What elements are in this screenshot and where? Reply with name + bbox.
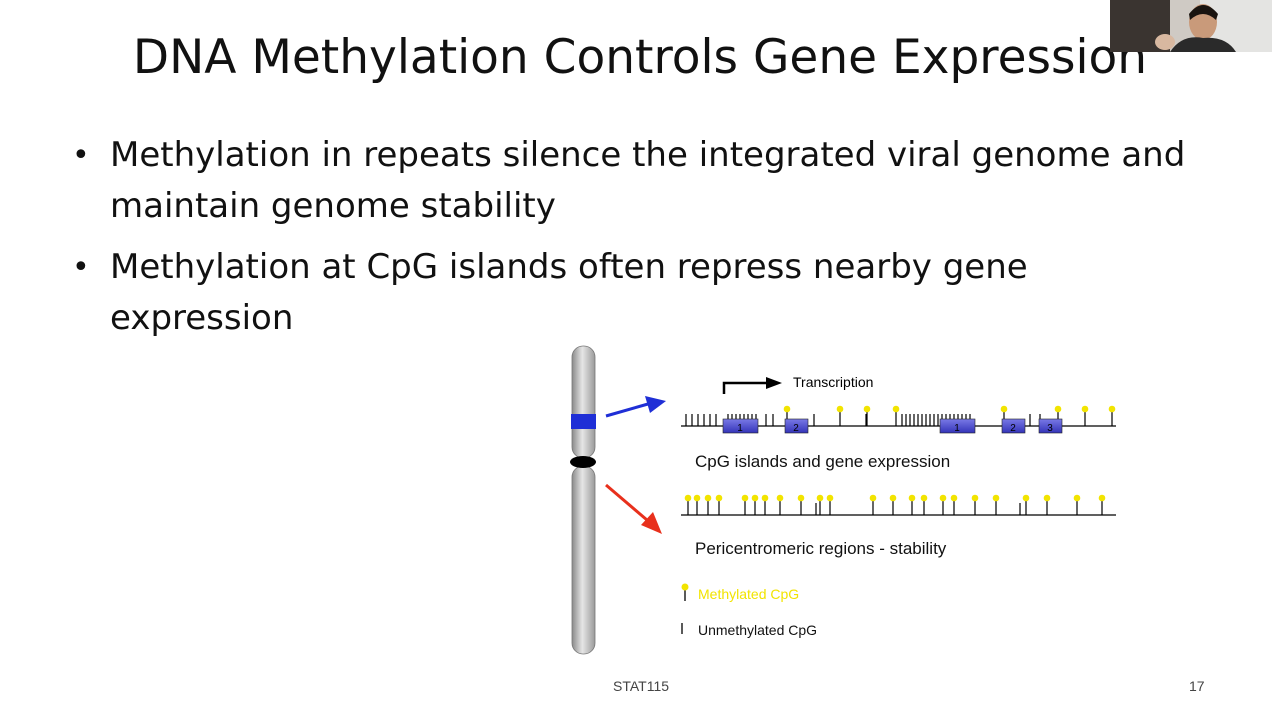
chromosome-band [571, 414, 596, 429]
legend-unmethylated-label: Unmethylated CpG [698, 622, 817, 638]
exon-box [1001, 418, 1026, 434]
cpg-islands-caption: CpG islands and gene expression [695, 452, 950, 471]
bullet-list: • Methylation in repeats silence the int… [72, 130, 1222, 354]
blue-arrow-icon [605, 396, 666, 418]
methylated-cpg-icon [797, 494, 805, 502]
exon-number: 2 [1010, 423, 1016, 434]
red-arrow-icon [605, 483, 662, 534]
exon-number: 3 [1047, 423, 1053, 434]
exon-number: 1 [737, 423, 743, 434]
bullet-line: maintain genome stability [110, 186, 556, 226]
methylated-cpg-icon [826, 494, 834, 502]
exon-group: 1 2 1 2 3 [722, 418, 1063, 434]
methylated-cpg-icon [761, 494, 769, 502]
methylated-cpg-icon [741, 494, 749, 502]
webcam-feed [1110, 0, 1272, 52]
exon-box [1038, 418, 1063, 434]
bullet-item: • Methylation at CpG islands often repre… [72, 242, 1222, 344]
bullet-dot-icon: • [72, 250, 90, 285]
methylated-cpg-icon [816, 494, 824, 502]
methylated-cpg-icon [1022, 494, 1030, 502]
methylated-cpg-icon [1098, 494, 1106, 502]
methylated-cpg-icon [992, 494, 1000, 502]
bullet-line: expression [110, 298, 294, 338]
slide-title: DNA Methylation Controls Gene Expression [132, 30, 1148, 85]
methylated-cpg-icon [1000, 405, 1008, 413]
methylated-cpg-icon [950, 494, 958, 502]
bullet-dot-icon: • [72, 138, 90, 173]
methylated-cpg-icon [715, 494, 723, 502]
methylated-cpg-icon [892, 405, 900, 413]
exon-box [784, 418, 809, 434]
methylated-cpg-icon [869, 494, 877, 502]
legend: Methylated CpG Unmethylated CpG [681, 583, 817, 638]
exon-box [939, 418, 976, 434]
methylated-cpg-icon [751, 494, 759, 502]
chromosome-lower-arm [571, 465, 596, 655]
person-video-icon [1110, 0, 1272, 52]
methylated-cpg-icon [693, 494, 701, 502]
methylated-cpg-icon [889, 494, 897, 502]
methylated-cpg-icon [908, 494, 916, 502]
pericentromeric-sites [684, 494, 1106, 515]
cpg-island-sites [685, 405, 1116, 426]
methylated-cpg-icon [681, 583, 689, 591]
methylated-cpg-icon [1073, 494, 1081, 502]
bullet-line: Methylation at CpG islands often repress… [110, 247, 1028, 287]
methylated-cpg-icon [920, 494, 928, 502]
transcription-label: Transcription [793, 374, 873, 390]
transcription-arrow-icon [722, 377, 782, 394]
methylated-cpg-icon [971, 494, 979, 502]
centromere [570, 456, 596, 468]
methylated-cpg-icon [684, 494, 692, 502]
methylated-cpg-icon [1054, 405, 1062, 413]
pericentromeric-caption: Pericentromeric regions - stability [695, 539, 947, 558]
page-number: 17 [1189, 678, 1205, 694]
bullet-item: • Methylation in repeats silence the int… [72, 130, 1222, 232]
methylated-cpg-icon [776, 494, 784, 502]
methylated-cpg-icon [939, 494, 947, 502]
exon-number: 1 [954, 423, 960, 434]
methylated-cpg-icon [1043, 494, 1051, 502]
methylated-cpg-icon [783, 405, 791, 413]
bullet-line: Methylation in repeats silence the integ… [110, 135, 1186, 175]
methylated-cpg-icon [836, 405, 844, 413]
footer-course: STAT115 [613, 678, 670, 694]
chromosome [570, 345, 596, 655]
methylated-cpg-icon [863, 405, 871, 413]
methylated-cpg-icon [1108, 405, 1116, 413]
methylated-cpg-icon [1081, 405, 1089, 413]
exon-box [722, 418, 759, 434]
methylated-cpg-icon [704, 494, 712, 502]
chromosome-upper-arm [571, 345, 596, 459]
legend-methylated-label: Methylated CpG [698, 586, 799, 602]
exon-number: 2 [793, 423, 799, 434]
